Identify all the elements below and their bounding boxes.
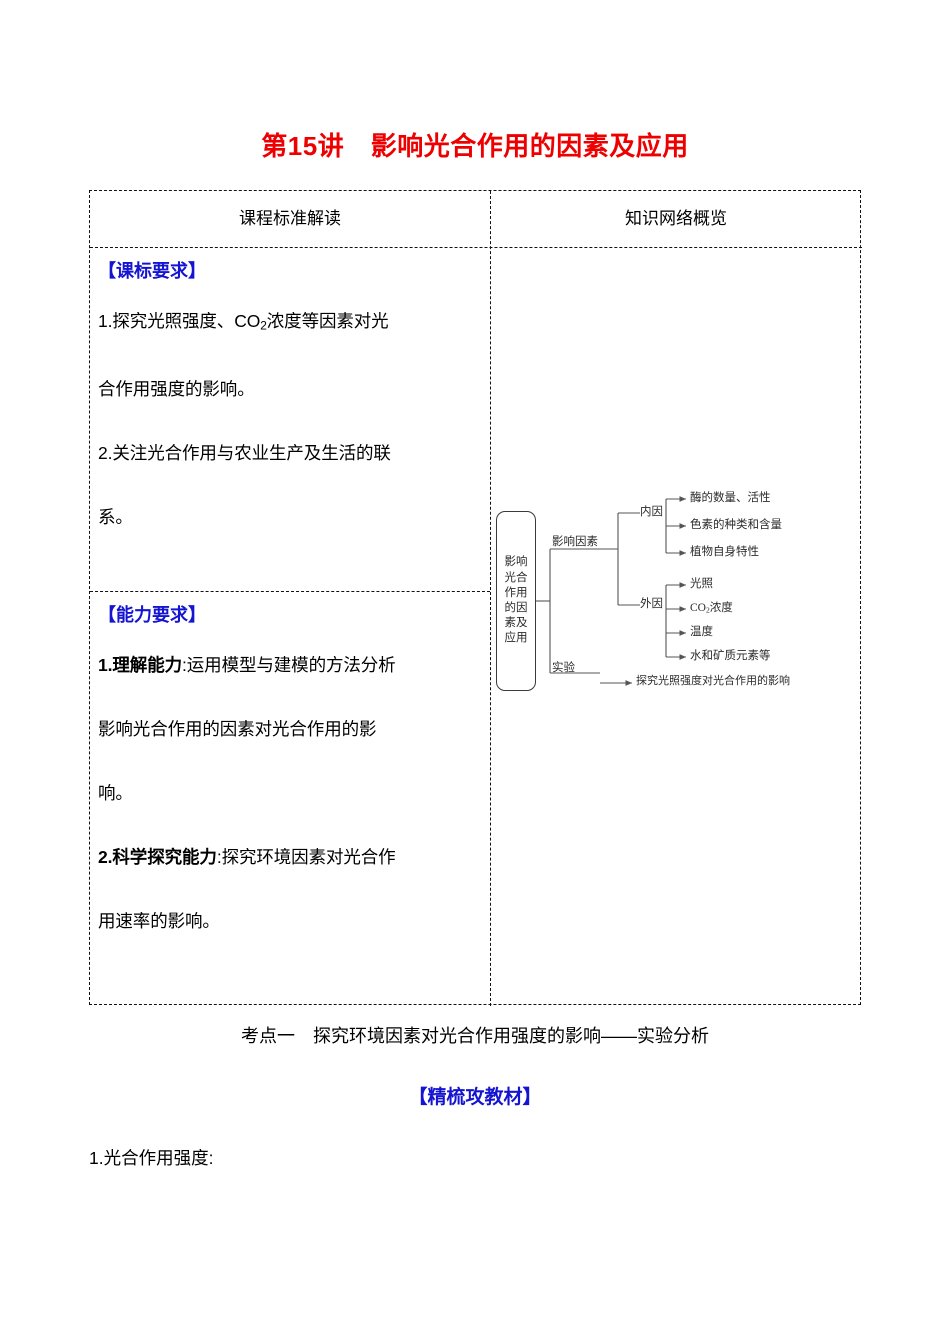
left-cell-divider bbox=[90, 591, 490, 592]
ability-item-1-text: :运用模型与建模的方法分析 bbox=[182, 654, 396, 675]
curriculum-requirement-line-2: 合作用强度的影响。 bbox=[98, 379, 255, 400]
ability-requirement-heading: 【能力要求】 bbox=[98, 605, 206, 625]
ability-item-2-number: 2. bbox=[98, 846, 113, 867]
co2-text-b: 浓度 bbox=[709, 602, 733, 614]
table-header-right: 知识网络概览 bbox=[625, 209, 727, 228]
ability-item-2-text: :探究环境因素对光合作 bbox=[216, 846, 396, 867]
content-item-1: 1.光合作用强度: bbox=[89, 1148, 214, 1168]
knowledge-network-cell: 影响光合作用的因素及应用 影响因素 实验 内因 外因 酶的数量、活性 色素的种类… bbox=[490, 247, 862, 1006]
curriculum-standard-cell: 【课标要求】 1.探究光照强度、CO2浓度等因素对光 合作用强度的影响。 2.关… bbox=[90, 247, 490, 549]
mindmap-leaf-light: 光照 bbox=[690, 578, 713, 590]
line-1-part-b: 浓度等因素对光 bbox=[266, 310, 389, 331]
ability-item-1-number: 1. bbox=[98, 654, 113, 675]
section-heading-jingshu: 【精梳攻教材】 bbox=[408, 1087, 542, 1108]
mindmap-root-node: 影响光合作用的因素及应用 bbox=[496, 511, 536, 691]
mindmap-leaf-water-minerals: 水和矿质元素等 bbox=[690, 650, 771, 662]
co2-text-a: CO bbox=[690, 602, 706, 614]
line-1-part-a: 1.探究光照强度、CO bbox=[98, 310, 261, 331]
ability-item-1-line-1: 1.理解能力:运用模型与建模的方法分析 bbox=[90, 633, 490, 697]
mindmap-branch-influencing-factors: 影响因素 bbox=[552, 536, 598, 548]
curriculum-requirement-line-1: 1.探究光照强度、CO2浓度等因素对光 bbox=[90, 289, 490, 358]
mindmap-node-internal-factors: 内因 bbox=[640, 506, 663, 518]
curriculum-requirement-line-3: 2.关注光合作用与农业生产及生活的联 bbox=[98, 443, 391, 464]
mindmap-leaf-enzyme: 酶的数量、活性 bbox=[690, 492, 771, 504]
mindmap-leaf-co2-concentration: CO2浓度 bbox=[690, 601, 733, 615]
ability-requirement-cell: 【能力要求】 1.理解能力:运用模型与建模的方法分析 影响光合作用的因素对光合作… bbox=[90, 591, 490, 953]
ability-item-1-line-2: 影响光合作用的因素对光合作用的影 bbox=[98, 718, 377, 739]
mindmap-leaf-plant-traits: 植物自身特性 bbox=[690, 546, 759, 558]
ability-item-1-title: 理解能力 bbox=[112, 654, 183, 675]
table-column-divider bbox=[490, 191, 491, 1006]
table-header-divider bbox=[90, 247, 862, 248]
mindmap-leaf-temperature: 温度 bbox=[690, 626, 713, 638]
mindmap-root-label: 影响光合作用的因素及应用 bbox=[504, 556, 528, 645]
mindmap-leaf-experiment-light-intensity: 探究光照强度对光合作用的影响 bbox=[636, 675, 790, 687]
ability-item-2-line-2: 用速率的影响。 bbox=[98, 910, 220, 931]
ability-item-1-line-3: 响。 bbox=[98, 782, 133, 803]
table-header-left: 课程标准解读 bbox=[239, 209, 341, 228]
mindmap-diagram: 影响光合作用的因素及应用 影响因素 实验 内因 外因 酶的数量、活性 色素的种类… bbox=[490, 487, 862, 717]
curriculum-requirement-line-4: 系。 bbox=[98, 507, 133, 528]
mindmap-branch-experiment: 实验 bbox=[552, 662, 575, 674]
curriculum-requirement-heading: 【课标要求】 bbox=[98, 261, 206, 281]
page-title: 第15讲 影响光合作用的因素及应用 bbox=[261, 131, 689, 161]
overview-table: 课程标准解读 知识网络概览 【课标要求】 1.探究光照强度、CO2浓度等因素对光… bbox=[89, 190, 862, 1006]
mindmap-node-external-factors: 外因 bbox=[640, 598, 663, 610]
co2-subscript: 2 bbox=[705, 605, 710, 615]
ability-item-2-line-1: 2.科学探究能力:探究环境因素对光合作 bbox=[90, 825, 490, 889]
section-heading-kaodian-1: 考点一 探究环境因素对光合作用强度的影响——实验分析 bbox=[241, 1026, 709, 1046]
mindmap-connectors bbox=[536, 496, 686, 686]
mindmap-leaf-pigment: 色素的种类和含量 bbox=[690, 519, 782, 531]
ability-item-2-title: 科学探究能力 bbox=[112, 846, 217, 867]
subscript-2: 2 bbox=[260, 318, 267, 333]
